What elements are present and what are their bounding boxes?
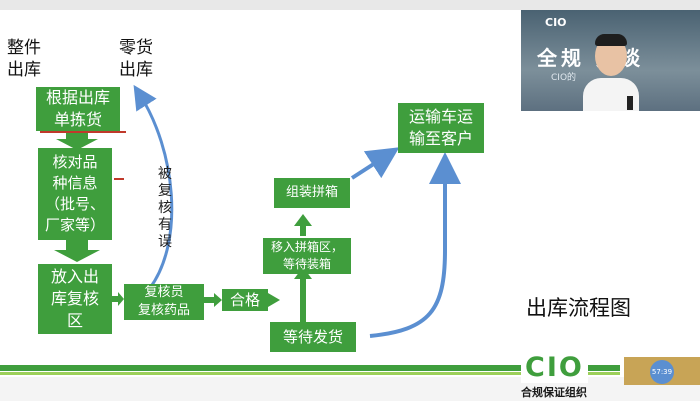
error-return-arrow [133,84,174,289]
diagram-title: 出库流程图 [526,296,631,320]
up-arrow-wait [294,267,312,323]
header-whole-outbound: 整件 出库 [7,38,41,80]
red-underline-1 [40,131,126,133]
box-pick-by-order: 根据出库 单拣货 [36,87,120,131]
box-assemble: 组装拼箱 [274,178,350,208]
right-arrow-1 [112,292,124,306]
box-pass: 合格 [222,289,268,311]
video-subtitle: CIO的 [551,73,577,83]
presenter-avatar [581,26,641,111]
footer-stripe-green [0,365,620,371]
video-logo: CIO [545,16,567,29]
box-wait-shipping: 等待发货 [270,322,356,352]
box-move-to-assembly: 移入拼箱区， 等待装箱 [263,238,351,274]
arrow-wait-to-transport [369,152,461,338]
footer-band [0,377,700,401]
arrow-to-transport [350,147,400,180]
up-arrow-move [294,214,312,236]
footer-org-name: 合规保证组织 [521,386,587,399]
down-arrow-1 [56,133,98,150]
footer-logo: CIO [521,352,588,383]
box-recheck-area: 放入出 库复核 区 [38,264,112,334]
label-review-error: 被复核有误 [158,166,172,250]
header-piece-outbound: 零货 出库 [119,38,153,80]
red-mark-2 [114,178,124,180]
presenter-video: 全规 天谈 CIO的 CIO [521,10,700,111]
right-arrow-2 [204,293,222,307]
box-reviewer-check: 复核员 复核药品 [124,284,204,320]
pass-arrow-tip [268,293,280,307]
down-arrow-2 [54,240,100,262]
top-bar [0,0,700,10]
timer-badge: 57:39 [650,360,674,384]
footer-stripe-lime [0,372,620,375]
box-transport-to-customer: 运输车运 输至客户 [398,103,484,153]
box-verify-info: 核对品 种信息 （批号、 厂家等） [38,148,112,240]
